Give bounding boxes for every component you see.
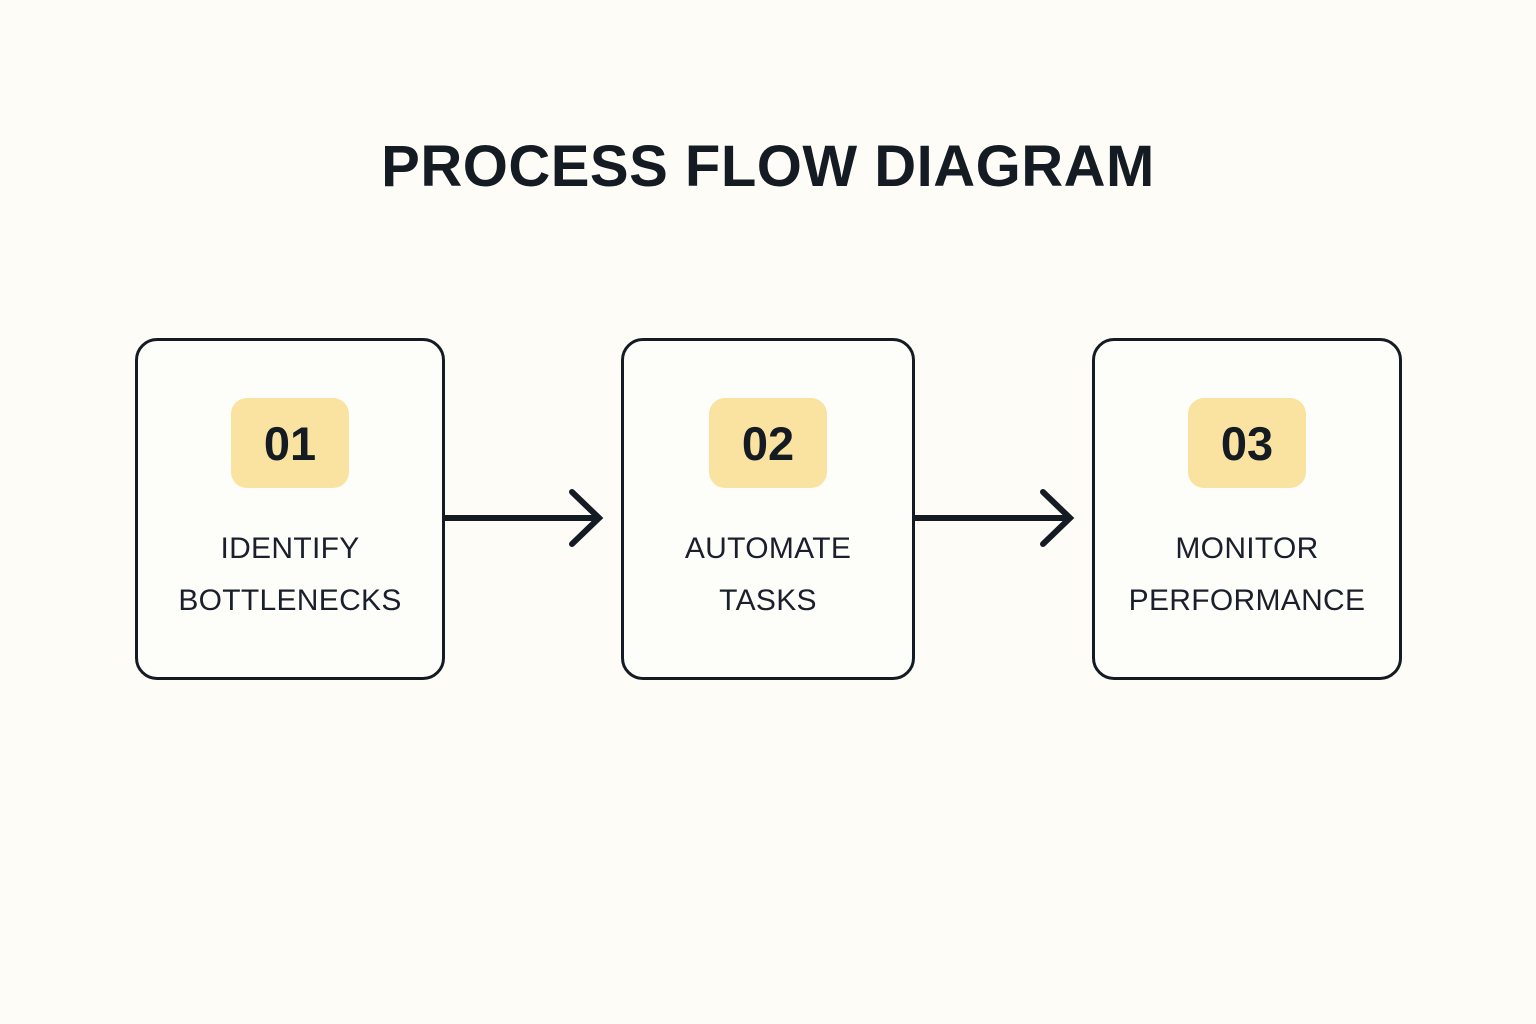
step-label: AUTOMATE TASKS: [684, 532, 852, 617]
step-label: IDENTIFY BOTTLENECKS: [178, 532, 402, 617]
connector-01-to-02: [444, 488, 626, 548]
arrow-right-icon: [914, 489, 1075, 547]
process-flow-row: 01 IDENTIFY BOTTLENECKS 02 AUTOMATE TASK…: [135, 338, 1402, 680]
page-title: PROCESS FLOW DIAGRAM: [381, 134, 1155, 199]
process-step-01[interactable]: 01 IDENTIFY BOTTLENECKS: [135, 338, 445, 680]
step-number-badge: 02: [709, 398, 827, 488]
step-number-badge: 03: [1188, 398, 1306, 488]
process-step-02[interactable]: 02 AUTOMATE TASKS: [621, 338, 915, 680]
step-number-badge: 01: [231, 398, 349, 488]
connector-02-to-03: [914, 488, 1097, 548]
process-step-03[interactable]: 03 MONITOR PERFORMANCE: [1092, 338, 1402, 680]
arrow-right-icon: [444, 489, 604, 547]
step-label: MONITOR PERFORMANCE: [1128, 532, 1366, 617]
